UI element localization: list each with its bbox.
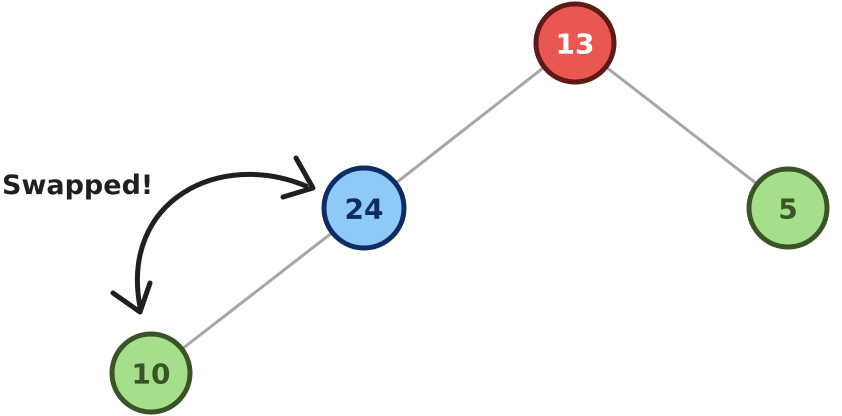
tree-edges bbox=[150, 41, 789, 375]
tree-node-right: 5 bbox=[746, 166, 830, 250]
node-label-left: 24 bbox=[345, 193, 384, 226]
swap-arrowhead-top bbox=[280, 155, 316, 200]
node-label-right: 5 bbox=[778, 193, 797, 226]
node-circle-right bbox=[746, 166, 830, 250]
swap-arrow bbox=[110, 155, 316, 315]
tree-node-root: 13 bbox=[533, 1, 617, 85]
swap-arrowhead-bottom bbox=[110, 280, 153, 315]
swap-arrow-curve bbox=[135, 171, 309, 310]
edge-root-left bbox=[363, 41, 576, 210]
edge-root-right bbox=[574, 41, 789, 210]
node-label-leftleft: 10 bbox=[132, 358, 171, 391]
node-circle-left bbox=[321, 165, 407, 251]
tree-node-left: 24 bbox=[321, 165, 407, 251]
node-circle-root bbox=[533, 1, 617, 85]
tree-node-leftleft: 10 bbox=[109, 331, 193, 415]
edge-left-leftleft bbox=[150, 206, 365, 375]
node-label-root: 13 bbox=[556, 28, 595, 61]
swapped-annotation: Swapped! bbox=[2, 170, 153, 201]
node-circle-leftleft bbox=[109, 331, 193, 415]
